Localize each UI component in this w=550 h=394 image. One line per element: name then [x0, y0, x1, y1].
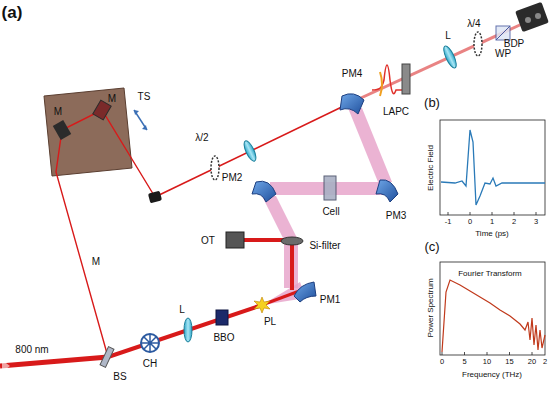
- arrow-head: [142, 125, 147, 130]
- laser-beam: [0, 357, 108, 366]
- tick-label: 2: [543, 358, 547, 366]
- parabolic-mirror: [376, 180, 398, 202]
- probe-beam: [350, 24, 522, 103]
- component-label: PL: [264, 317, 276, 327]
- sample-cell: [324, 176, 336, 200]
- pump-beam: [108, 305, 262, 357]
- parabolic-mirror: [252, 181, 276, 202]
- parabolic-mirror: [340, 94, 364, 114]
- tick-label: 1: [490, 218, 494, 226]
- axis-title: Power Spectrum: [427, 278, 435, 337]
- arrow-head: [134, 110, 139, 115]
- component-label: CH: [143, 359, 157, 369]
- probe-beam: [56, 110, 155, 357]
- tick-label: 15: [505, 358, 513, 366]
- chopper-blades: [141, 334, 159, 352]
- component-label: L: [179, 305, 185, 315]
- panel-letter: (c): [424, 240, 439, 253]
- component-label: OT: [201, 236, 215, 246]
- tick-label: -1: [445, 218, 452, 226]
- component-label: λ/2: [195, 133, 208, 143]
- plasma: [254, 297, 270, 313]
- lapc-plate: [402, 64, 410, 94]
- component-label: λ/4: [467, 19, 480, 29]
- parabolic-mirror: [294, 282, 316, 302]
- tick-label: 3: [534, 218, 538, 226]
- half-waveplate: [211, 156, 219, 180]
- waveform-trace: [441, 130, 545, 205]
- component-label: L: [445, 31, 451, 41]
- mirror: [53, 120, 71, 140]
- wollaston-prism: [496, 26, 510, 40]
- pump-beam: [290, 242, 294, 290]
- lens: [441, 44, 458, 69]
- component-label: PM4: [342, 69, 363, 79]
- component-label: TS: [138, 92, 151, 102]
- component-label: M: [108, 94, 116, 104]
- si-filter: [281, 237, 303, 245]
- component-label: WP: [495, 49, 511, 59]
- component-label: M: [54, 107, 62, 117]
- component-label: Cell: [322, 207, 339, 217]
- plot-frame: [440, 120, 545, 215]
- balanced-detector: [515, 2, 549, 32]
- mirror: [148, 191, 162, 204]
- optical-trap: [226, 232, 244, 248]
- axis-title: Electric Field: [427, 145, 435, 191]
- stage-arrow: [134, 110, 147, 130]
- thz-wavefront: [380, 72, 382, 96]
- tick-label: 5: [462, 358, 466, 366]
- axis-ticks: [448, 212, 536, 215]
- axis-title: Frequency (THz): [462, 371, 522, 379]
- panel-letter: (b): [424, 96, 440, 109]
- tick-label: 0: [468, 218, 472, 226]
- lens: [242, 139, 259, 162]
- component-label: BDP: [504, 39, 525, 49]
- component-label: BBO: [213, 333, 234, 343]
- component-label: PM1: [320, 295, 341, 305]
- lens: [184, 318, 192, 342]
- thz-pulse: [372, 65, 404, 94]
- plot-title: Fourier Transform: [458, 270, 522, 278]
- component-label: M: [92, 257, 100, 267]
- spectrum-trace: [442, 280, 545, 352]
- laser-arrow: [2, 360, 10, 372]
- panel-letter: (a): [2, 4, 23, 21]
- tick-label: 0: [440, 358, 444, 366]
- bbo-crystal: [216, 310, 228, 325]
- component-label: PM3: [386, 211, 407, 221]
- beam-splitter: [100, 347, 114, 368]
- chopper: [141, 334, 159, 352]
- quarter-waveplate: [474, 32, 482, 56]
- component-label: LAPC: [383, 107, 409, 117]
- component-label: BS: [113, 372, 126, 382]
- thz-beam: [348, 108, 392, 182]
- component-label: PM2: [222, 173, 243, 183]
- plot-frame: [440, 262, 545, 355]
- tick-label: 2: [512, 218, 516, 226]
- axis-title: Time (ps): [475, 230, 508, 238]
- component-label: Si-filter: [309, 241, 340, 251]
- tick-label: 10: [483, 358, 491, 366]
- axis-ticks: [442, 352, 532, 355]
- thz-beam: [262, 196, 298, 240]
- wavelength-label: 800 nm: [15, 345, 48, 355]
- tick-label: 20: [528, 358, 536, 366]
